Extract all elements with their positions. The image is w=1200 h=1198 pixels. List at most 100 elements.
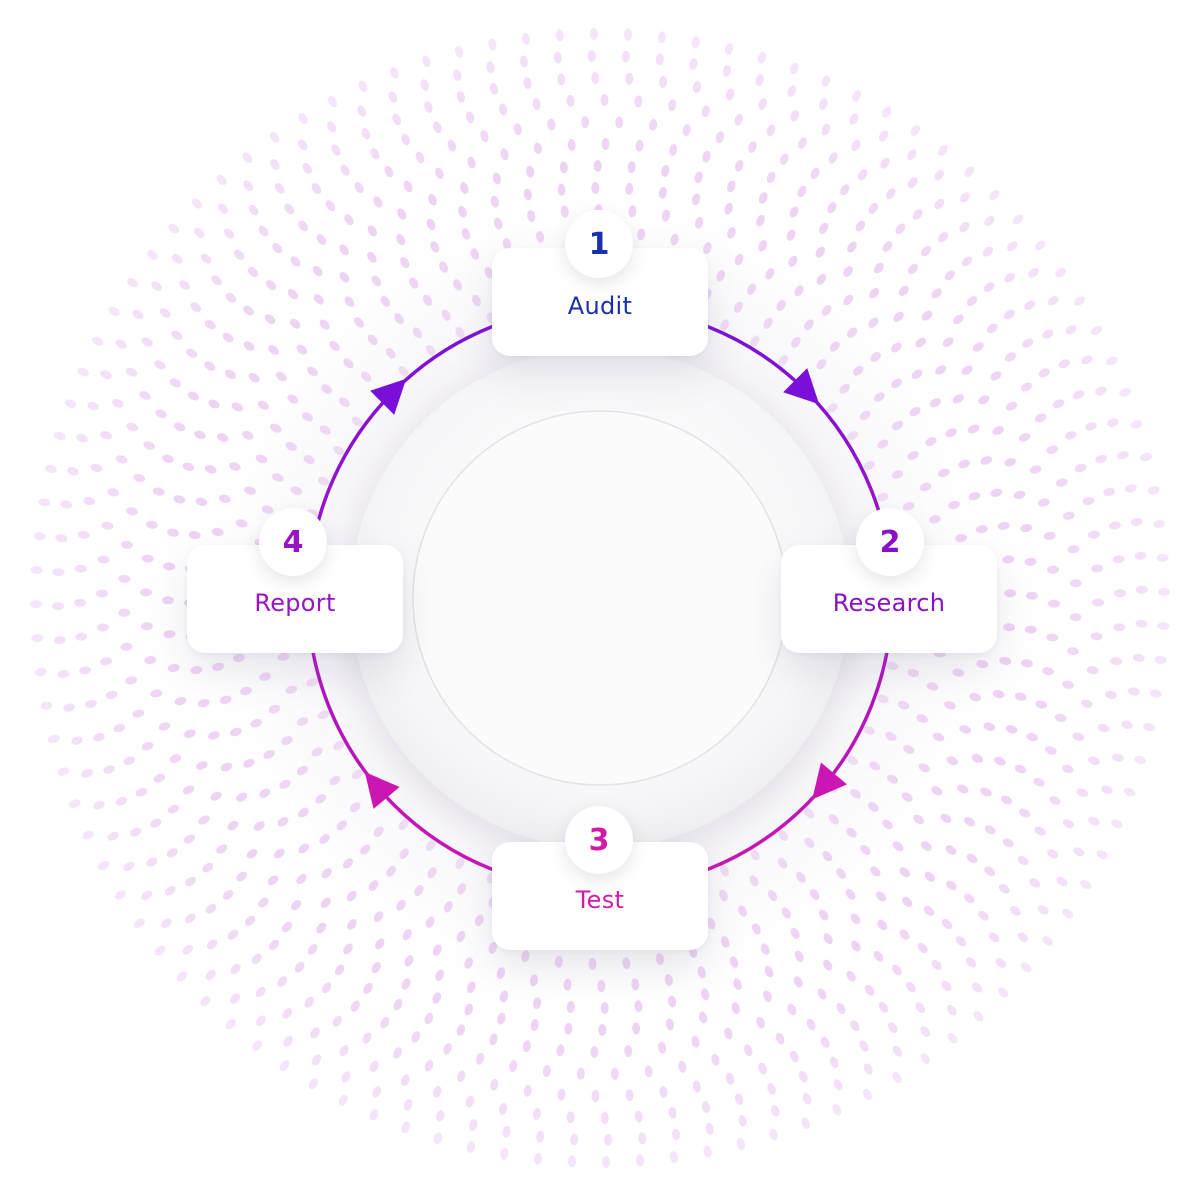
arrow-research-to-test-icon (812, 762, 848, 800)
background-dot (255, 986, 266, 998)
background-dot (1088, 816, 1100, 826)
background-dot (734, 113, 743, 126)
background-dot (75, 632, 88, 641)
background-dot (905, 981, 916, 993)
background-dot (1034, 413, 1047, 423)
background-dot (334, 964, 345, 976)
background-dot (931, 959, 942, 971)
background-dot (1117, 451, 1129, 460)
background-dot (120, 642, 133, 651)
background-dot (923, 905, 935, 916)
background-dot (547, 118, 556, 131)
background-dot (354, 181, 364, 194)
background-dot (888, 1022, 898, 1034)
background-dot (997, 987, 1009, 998)
background-dot (205, 903, 217, 914)
background-dot (64, 399, 77, 408)
background-dot (862, 1088, 873, 1101)
background-dot (500, 148, 509, 161)
background-dot (1043, 531, 1056, 540)
background-dot (821, 123, 831, 136)
background-dot (1042, 667, 1055, 676)
background-dot (964, 166, 975, 178)
background-dot (435, 167, 444, 180)
background-dot (79, 666, 92, 675)
background-dot (1000, 795, 1013, 805)
background-dot (767, 1083, 776, 1095)
background-dot (880, 157, 890, 169)
background-dot (103, 765, 115, 774)
background-dot (202, 862, 214, 873)
background-dot (668, 1106, 677, 1119)
background-dot (886, 188, 896, 200)
background-dot (469, 1119, 478, 1131)
background-dot (722, 65, 731, 77)
background-dot (92, 336, 104, 346)
background-dot (523, 77, 532, 90)
background-dot (187, 391, 200, 401)
background-dot (499, 1102, 508, 1115)
background-dot (113, 723, 126, 733)
background-dot (1154, 655, 1167, 664)
background-dot (100, 370, 112, 380)
background-dot (93, 732, 105, 742)
background-dot (140, 588, 152, 597)
background-dot (600, 1112, 609, 1124)
background-dot (206, 939, 218, 950)
background-dot (1135, 619, 1148, 628)
background-dot (283, 1035, 293, 1047)
background-dot (604, 1133, 613, 1146)
background-dot (567, 138, 576, 151)
background-dot (125, 676, 138, 685)
background-dot (971, 982, 983, 993)
background-dot (959, 221, 970, 233)
background-dot (851, 139, 861, 151)
background-dot (810, 167, 820, 180)
background-dot (907, 263, 918, 275)
background-dot (984, 825, 996, 835)
background-dot (369, 1060, 379, 1073)
background-dot (534, 1152, 543, 1165)
background-dot (1046, 445, 1059, 455)
background-dot (669, 1151, 679, 1164)
background-dot (31, 634, 44, 643)
background-dot (1049, 796, 1061, 805)
background-dot (615, 116, 624, 129)
background-dot (1067, 545, 1080, 554)
background-dot (370, 148, 380, 160)
background-dot (198, 815, 210, 825)
background-dot (500, 1147, 509, 1160)
background-dot (453, 69, 462, 81)
background-dot (384, 165, 394, 178)
background-dot (403, 1099, 413, 1111)
background-dot (143, 441, 155, 450)
background-dot (1108, 521, 1121, 530)
background-dot (216, 174, 227, 186)
background-dot (959, 192, 971, 203)
background-dot (963, 893, 975, 904)
background-dot (48, 734, 60, 744)
background-dot (1054, 713, 1067, 723)
background-dot (857, 169, 868, 181)
background-dot (1111, 819, 1123, 829)
background-dot (108, 306, 120, 316)
background-dot (1010, 905, 1021, 916)
background-dot (982, 246, 994, 257)
background-dot (154, 945, 166, 956)
background-dot (205, 969, 216, 981)
background-dot (1069, 613, 1082, 622)
background-dot (659, 75, 668, 88)
background-dot (182, 785, 195, 795)
background-dot (40, 701, 53, 710)
inner-circle-outline (412, 410, 788, 786)
background-dot (1020, 382, 1033, 392)
background-dot (946, 880, 957, 891)
background-dot (125, 367, 138, 377)
background-dot (400, 1074, 410, 1086)
background-dot (1038, 368, 1050, 378)
background-dot (258, 897, 269, 908)
background-dot (873, 951, 884, 962)
background-dot (1062, 908, 1074, 919)
background-dot (1112, 555, 1125, 564)
background-dot (966, 853, 978, 864)
